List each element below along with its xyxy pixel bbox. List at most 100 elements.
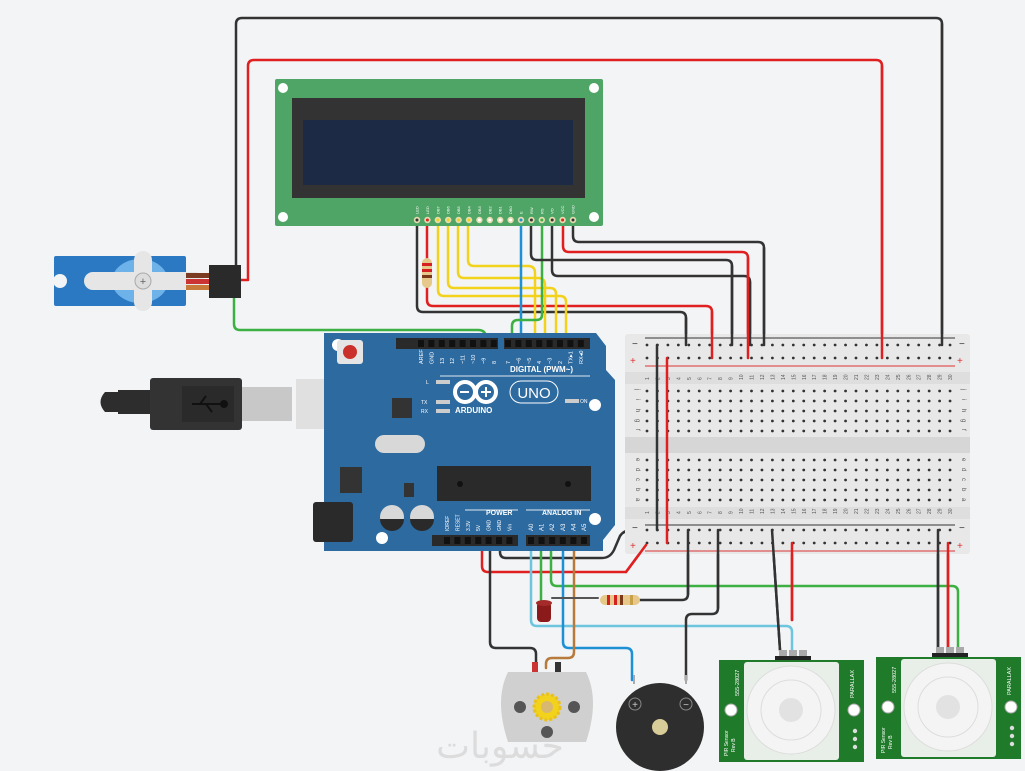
wire-red-servo-vcc[interactable]	[234, 58, 884, 360]
wire-black-motor[interactable]	[488, 538, 538, 666]
breadboard-hole[interactable]	[823, 356, 827, 360]
breadboard-hole[interactable]	[739, 343, 743, 347]
breadboard-hole[interactable]	[927, 478, 931, 482]
breadboard-hole[interactable]	[833, 468, 837, 472]
breadboard-hole[interactable]	[885, 478, 889, 482]
wire-black-lcd-led[interactable]	[415, 220, 688, 347]
breadboard-hole[interactable]	[687, 419, 691, 423]
breadboard-hole[interactable]	[771, 478, 774, 482]
breadboard-hole[interactable]	[948, 488, 952, 492]
breadboard-hole[interactable]	[760, 429, 764, 433]
breadboard-hole[interactable]	[812, 478, 816, 482]
breadboard-hole[interactable]	[760, 419, 764, 423]
servo-motor[interactable]: +	[53, 251, 241, 311]
breadboard-hole[interactable]	[823, 389, 827, 393]
breadboard-hole[interactable]	[687, 458, 691, 462]
breadboard-hole[interactable]	[729, 468, 732, 472]
breadboard-hole[interactable]	[854, 356, 858, 360]
breadboard-hole[interactable]	[896, 343, 900, 347]
breadboard-hole[interactable]	[802, 541, 806, 545]
breadboard-hole[interactable]	[896, 498, 900, 502]
breadboard-hole[interactable]	[938, 343, 941, 347]
breadboard-hole[interactable]	[948, 528, 952, 532]
breadboard-hole[interactable]	[760, 343, 764, 347]
breadboard-hole[interactable]	[781, 429, 785, 433]
breadboard-hole[interactable]	[697, 429, 701, 433]
breadboard-hole[interactable]	[812, 356, 816, 360]
breadboard-hole[interactable]	[938, 356, 941, 360]
breadboard-hole[interactable]	[844, 429, 847, 433]
breadboard-hole[interactable]	[948, 429, 952, 433]
breadboard-hole[interactable]	[854, 478, 858, 482]
breadboard-hole[interactable]	[948, 389, 952, 393]
breadboard-hole[interactable]	[708, 478, 712, 482]
breadboard-hole[interactable]	[927, 528, 931, 532]
breadboard-hole[interactable]	[844, 389, 847, 393]
power-pin[interactable]	[475, 537, 482, 544]
breadboard-hole[interactable]	[833, 429, 837, 433]
breadboard-hole[interactable]	[781, 528, 785, 532]
breadboard-hole[interactable]	[697, 458, 701, 462]
breadboard-hole[interactable]	[760, 399, 764, 403]
breadboard-hole[interactable]	[844, 399, 847, 403]
breadboard-hole[interactable]	[885, 458, 889, 462]
breadboard-hole[interactable]	[896, 478, 900, 482]
breadboard-hole[interactable]	[771, 498, 774, 502]
breadboard-hole[interactable]	[697, 488, 701, 492]
breadboard-hole[interactable]	[844, 478, 847, 482]
dc-motor[interactable]	[501, 662, 593, 742]
power-pin[interactable]	[496, 537, 502, 544]
power-pin[interactable]	[485, 537, 492, 544]
wire-black-lcd-gnd[interactable]	[571, 220, 766, 347]
breadboard-hole[interactable]	[896, 528, 900, 532]
breadboard-hole[interactable]	[645, 468, 649, 472]
breadboard-hole[interactable]	[729, 458, 732, 462]
breadboard-hole[interactable]	[718, 399, 722, 403]
breadboard-hole[interactable]	[948, 458, 952, 462]
breadboard-hole[interactable]	[718, 343, 722, 347]
breadboard-hole[interactable]	[865, 541, 868, 545]
breadboard-hole[interactable]	[781, 399, 785, 403]
breadboard-hole[interactable]	[718, 458, 722, 462]
breadboard-hole[interactable]	[823, 399, 827, 403]
breadboard-hole[interactable]	[708, 458, 712, 462]
digital-pin[interactable]	[480, 340, 487, 347]
breadboard-hole[interactable]	[802, 488, 806, 492]
breadboard-hole[interactable]	[676, 429, 680, 433]
breadboard-hole[interactable]	[739, 488, 743, 492]
wire-red-lcd-led[interactable]	[425, 220, 714, 360]
breadboard-hole[interactable]	[729, 429, 732, 433]
breadboard-hole[interactable]	[771, 389, 774, 393]
wire-red-lcd-vcc[interactable]	[561, 220, 750, 360]
breadboard-hole[interactable]	[697, 498, 701, 502]
breadboard-hole[interactable]	[875, 498, 879, 502]
wire-black-lcd-rw[interactable]	[529, 220, 734, 347]
breadboard-hole[interactable]	[865, 498, 868, 502]
breadboard-hole[interactable]	[718, 468, 722, 472]
breadboard-hole[interactable]	[791, 343, 795, 347]
breadboard-hole[interactable]	[781, 498, 785, 502]
breadboard-hole[interactable]	[676, 458, 680, 462]
breadboard-hole[interactable]	[791, 498, 795, 502]
breadboard-hole[interactable]	[791, 419, 795, 423]
breadboard-hole[interactable]	[750, 541, 753, 545]
breadboard-hole[interactable]	[687, 468, 691, 472]
breadboard-hole[interactable]	[906, 409, 910, 413]
breadboard-hole[interactable]	[812, 389, 816, 393]
breadboard-hole[interactable]	[802, 356, 806, 360]
breadboard-hole[interactable]	[823, 429, 827, 433]
breadboard-hole[interactable]	[865, 409, 868, 413]
breadboard-hole[interactable]	[938, 399, 941, 403]
breadboard-hole[interactable]	[771, 468, 774, 472]
breadboard-hole[interactable]	[896, 419, 900, 423]
wire-green-lcd-rs[interactable]	[510, 220, 544, 346]
breadboard-hole[interactable]	[718, 389, 722, 393]
power-jack[interactable]	[313, 502, 353, 542]
breadboard-hole[interactable]	[708, 356, 712, 360]
breadboard-hole[interactable]	[760, 458, 764, 462]
breadboard-hole[interactable]	[844, 458, 847, 462]
breadboard-hole[interactable]	[906, 498, 910, 502]
digital-pin[interactable]	[449, 340, 456, 347]
breadboard-hole[interactable]	[927, 458, 931, 462]
